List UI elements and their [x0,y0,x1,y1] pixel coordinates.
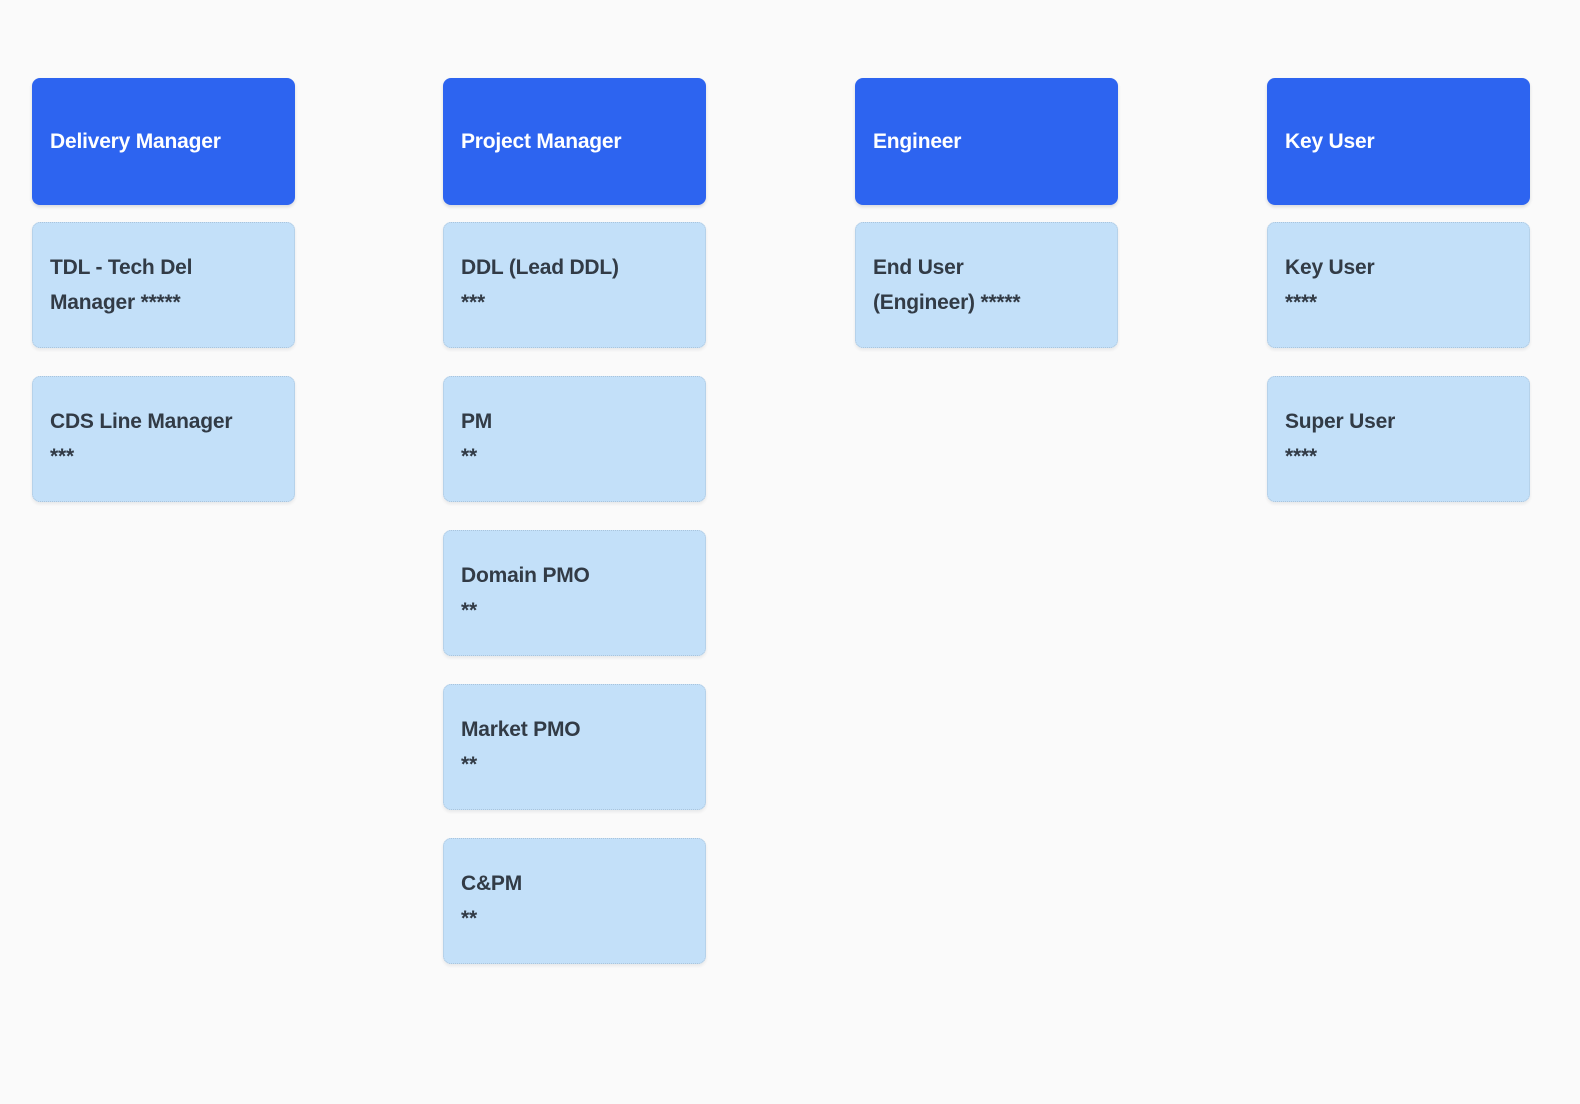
role-card-line1: CDS Line Manager [50,410,233,433]
role-card-line2: *** [461,291,485,314]
role-card[interactable]: PM ** [443,376,706,502]
role-card-line2: ** [461,753,477,776]
column-header-label: Key User [1285,129,1375,153]
role-card[interactable]: End User (Engineer) ***** [855,222,1118,348]
role-card-line1: Key User [1285,256,1375,279]
role-card[interactable]: Key User **** [1267,222,1530,348]
role-card[interactable]: CDS Line Manager *** [32,376,295,502]
role-card[interactable]: C&PM ** [443,838,706,964]
role-card-line1: C&PM [461,872,523,895]
column-engineer: Engineer End User (Engineer) ***** [855,78,1118,376]
column-key-user: Key User Key User **** Super User **** [1267,78,1530,530]
role-card-line1: Domain PMO [461,564,590,587]
role-card-line2: ** [461,445,477,468]
role-card-line1: End User [873,256,964,279]
role-card-line2: ** [461,907,477,930]
role-card-line1: Market PMO [461,718,581,741]
column-header-label: Project Manager [461,129,622,153]
column-delivery-manager: Delivery Manager TDL - Tech Del Manager … [32,78,295,530]
role-card-line2: ** [461,599,477,622]
role-card-line2: **** [1285,291,1317,314]
role-card-line1: DDL (Lead DDL) [461,256,619,279]
role-card[interactable]: TDL - Tech Del Manager ***** [32,222,295,348]
role-card[interactable]: Domain PMO ** [443,530,706,656]
column-header-card[interactable]: Delivery Manager [32,78,295,205]
role-card-line1: TDL - Tech Del [50,256,193,279]
role-card-line2: Manager ***** [50,291,181,314]
column-header-label: Delivery Manager [50,129,221,153]
column-header-card[interactable]: Project Manager [443,78,706,205]
role-card-line2: **** [1285,445,1317,468]
role-card-line2: (Engineer) ***** [873,291,1021,314]
role-card[interactable]: Super User **** [1267,376,1530,502]
role-card[interactable]: Market PMO ** [443,684,706,810]
column-header-card[interactable]: Engineer [855,78,1118,205]
column-header-label: Engineer [873,129,962,153]
role-card-line2: *** [50,445,74,468]
column-header-card[interactable]: Key User [1267,78,1530,205]
role-card-line1: PM [461,410,493,433]
role-card-line1: Super User [1285,410,1396,433]
role-card[interactable]: DDL (Lead DDL) *** [443,222,706,348]
column-project-manager: Project Manager DDL (Lead DDL) *** PM **… [443,78,706,992]
